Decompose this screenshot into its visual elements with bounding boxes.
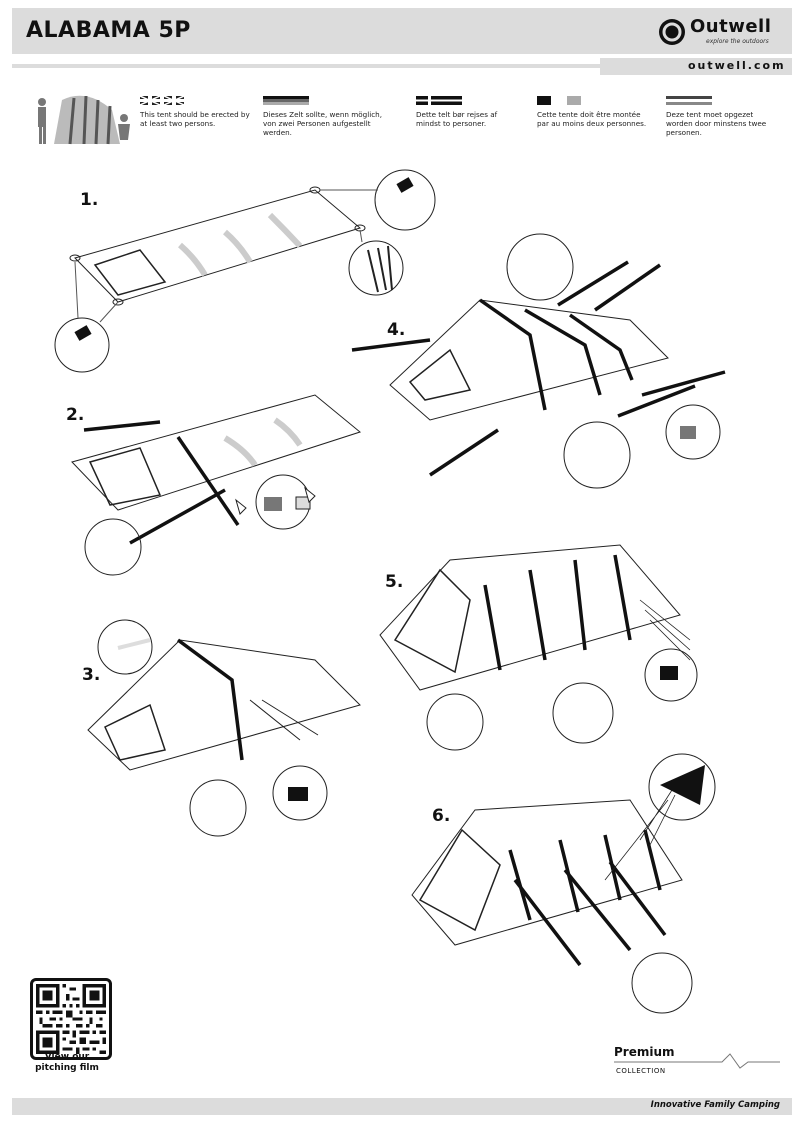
step-3-label: 3. (82, 665, 101, 685)
qr-code-icon[interactable] (30, 978, 112, 1060)
two-persons-icon (38, 95, 130, 145)
step-4-drawing (351, 233, 726, 489)
step-2-drawing (71, 394, 362, 576)
step-6-label: 6. (432, 806, 451, 826)
step-5-drawing (379, 544, 698, 751)
flag-uk-icon (140, 96, 184, 105)
footer-tagline: Innovative Family Camping (650, 1100, 780, 1110)
flag-de-icon (263, 96, 309, 105)
qr-caption-line1: View our (44, 1052, 90, 1062)
instruction-nl: Deze tent moet opgezet worden door minst… (666, 110, 767, 137)
flag-fr-icon (537, 96, 581, 105)
flag-nl-icon (666, 96, 712, 105)
qr-caption: View our pitching film (22, 1052, 112, 1074)
premium-collection-rule (614, 1053, 780, 1069)
url-rule (12, 64, 600, 68)
collection-sub: COLLECTION (616, 1067, 666, 1075)
step-6-drawing (411, 753, 716, 1014)
collection-name: Premium (614, 1045, 675, 1059)
instruction-fr: Cette tente doit être montée par au moin… (537, 110, 647, 128)
instruction-da: Dette telt bør rejses af mindst to perso… (416, 110, 498, 128)
footer-bar (12, 1098, 792, 1115)
url-bar (600, 58, 792, 75)
step-4-label: 4. (387, 320, 406, 340)
flag-dk-icon (416, 96, 462, 105)
step-3-drawing (87, 619, 361, 837)
website-link[interactable]: outwell.com (688, 59, 786, 72)
step-1-drawing (54, 169, 436, 373)
page-title: ALABAMA 5P (26, 18, 191, 43)
outwell-logo-icon (659, 19, 685, 45)
instruction-en: This tent should be erected by at least … (140, 110, 250, 128)
step-2-label: 2. (66, 405, 85, 425)
step-1-label: 1. (80, 190, 99, 210)
brand-tagline: explore the outdoors (706, 38, 769, 45)
instruction-de: Dieses Zelt sollte, wenn möglich, von zw… (263, 110, 382, 137)
qr-caption-line2: pitching film (35, 1063, 99, 1073)
brand-name: Outwell (690, 16, 772, 37)
step-5-label: 5. (385, 572, 404, 592)
